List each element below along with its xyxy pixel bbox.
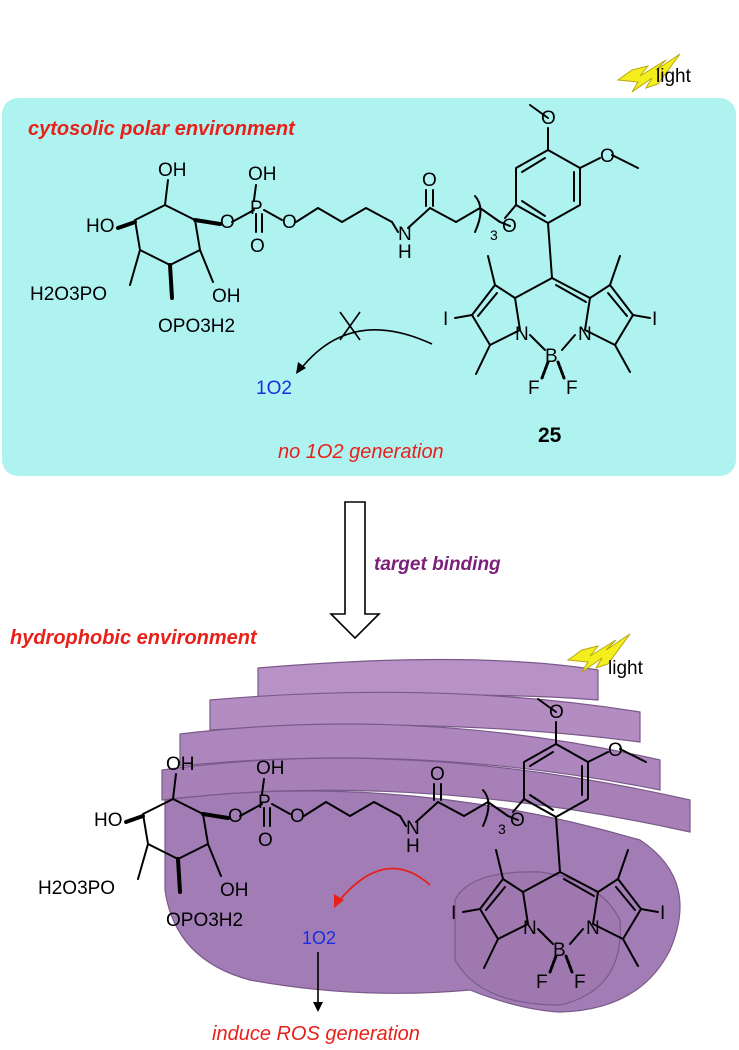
polar-environment-panel [2, 98, 736, 476]
atom-ester-o: O [220, 212, 235, 233]
svg-text:B: B [553, 940, 566, 961]
atom-ho-left: HO [86, 216, 115, 237]
repeat-subscript: 3 [490, 227, 498, 243]
svg-text:I: I [660, 903, 665, 924]
light-label-bottom: light [608, 658, 644, 679]
svg-text:F: F [536, 972, 548, 993]
singlet-oxygen-top: 1O2 [256, 378, 292, 399]
atom-methoxy-o1: O [541, 108, 556, 129]
activation-arrow-head-icon [334, 894, 344, 908]
svg-text:I: I [451, 903, 456, 924]
atom-ether-o: O [502, 216, 517, 237]
atom-nh: N [398, 224, 412, 245]
svg-text:O: O [549, 702, 564, 723]
atom-phosphate-left: H2O3PO [30, 284, 107, 305]
svg-text:H2O3PO: H2O3PO [38, 878, 115, 899]
hydrophobic-environment-label: hydrophobic environment [10, 627, 258, 649]
atom-amide-o: O [422, 170, 437, 191]
atom-methoxy-o2: O [600, 146, 615, 167]
atom-boron: B [545, 346, 558, 367]
svg-text:O: O [258, 830, 273, 851]
atom-p: P [250, 198, 263, 219]
cytosolic-environment-label: cytosolic polar environment [28, 118, 296, 140]
atom-n-left: N [515, 324, 529, 345]
light-label-top: light [656, 66, 692, 87]
svg-text:O: O [510, 810, 525, 831]
ros-caption: induce ROS generation [212, 1023, 420, 1045]
singlet-oxygen-bottom: 1O2 [302, 928, 336, 948]
svg-text:OH: OH [256, 758, 285, 779]
atom-p-double-o: O [250, 236, 265, 257]
atom-iodo-right: I [652, 309, 657, 330]
svg-text:O: O [430, 764, 445, 785]
atom-oh-top: OH [158, 160, 187, 181]
atom-p-oh: OH [248, 164, 277, 185]
down-arrow-icon [329, 501, 381, 640]
svg-text:N: N [406, 818, 420, 839]
compound-structure-bottom: OH HO H2O3PO OH OPO3H2 O OH P O O N H O … [38, 697, 665, 993]
atom-f-right: F [566, 378, 578, 399]
atom-n-right: N [578, 324, 592, 345]
svg-text:P: P [258, 792, 271, 813]
protein-shape [161, 658, 691, 1013]
svg-text:OPO3H2: OPO3H2 [166, 910, 243, 931]
svg-text:HO: HO [94, 810, 123, 831]
atom-labels-top: OH HO H2O3PO OH OPO3H2 O OH P O O N H O … [30, 108, 657, 399]
activation-arrow [337, 867, 431, 903]
svg-text:OH: OH [166, 754, 195, 775]
blocked-transfer-arrow [299, 329, 433, 371]
blocked-arrow-head-icon [296, 362, 306, 374]
svg-text:O: O [290, 806, 305, 827]
svg-text:OH: OH [220, 880, 249, 901]
target-binding-label: target binding [374, 554, 501, 575]
atom-phosphate-bottom: OPO3H2 [158, 316, 235, 337]
svg-text:O: O [608, 740, 623, 761]
atom-nh-h: H [398, 242, 412, 263]
ros-arrow-head-icon [313, 1002, 323, 1012]
atom-oh-right: OH [212, 286, 241, 307]
atom-p-chain-o: O [282, 212, 297, 233]
svg-text:3: 3 [498, 821, 506, 837]
atom-iodo-left: I [443, 309, 448, 330]
block-cross-icon-2 [339, 311, 361, 341]
svg-text:N: N [586, 918, 600, 939]
compound-number: 25 [538, 424, 562, 447]
no-generation-caption: no 1O2 generation [278, 441, 444, 463]
svg-text:F: F [574, 972, 586, 993]
svg-text:H: H [406, 836, 420, 857]
svg-text:O: O [228, 806, 243, 827]
svg-text:N: N [523, 918, 537, 939]
atom-f-left: F [528, 378, 540, 399]
